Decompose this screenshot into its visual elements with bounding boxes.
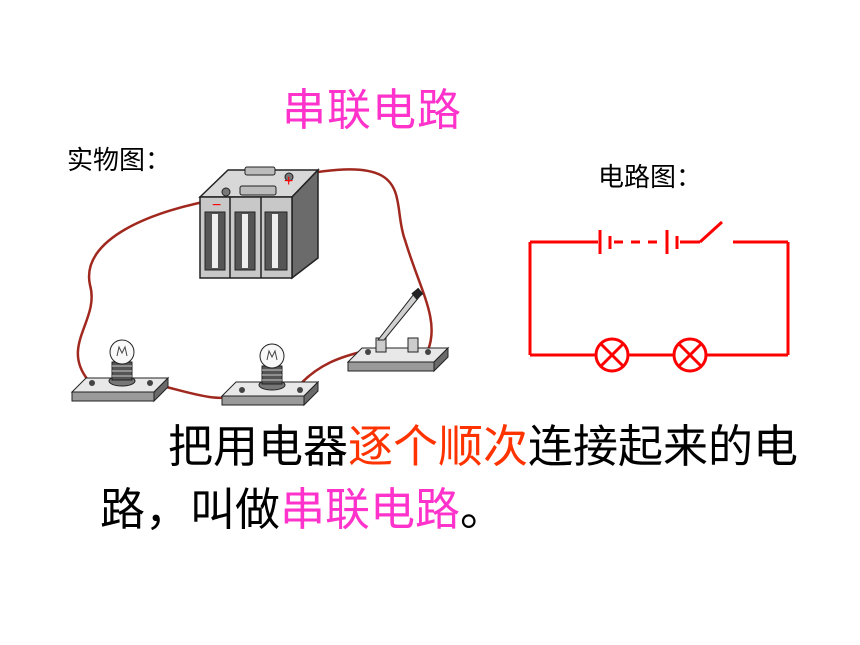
battery-pack [198,166,320,280]
definition-highlight-series-circuit: 串联电路 [280,483,461,536]
lamp-1 [70,339,170,403]
battery-positive-mark: + [284,173,293,190]
switch-blade [698,220,724,244]
battery-negative-mark: − [212,197,221,214]
definition-part-1: 把用电器 [168,420,349,473]
wire-battery-to-switch [289,168,433,351]
lamp-symbol-1 [594,337,630,373]
lamp-2 [220,343,320,407]
definition-highlight-sequential: 逐个顺次 [348,420,529,473]
lamp-symbol-2 [672,337,708,373]
physical-diagram-label: 实物图： [67,146,172,176]
wire-battery-to-lamp1 [76,196,226,381]
page-title: 串联电路 [282,85,462,136]
knife-switch [346,287,450,373]
definition-text: 把用电器逐个顺次连接起来的电路，叫做串联电路。 [100,415,820,541]
circuit-diagram-label: 电路图： [598,163,703,193]
definition-part-2: 连接起来的电路，叫做 [100,420,799,536]
definition-part-3: 。 [460,483,506,536]
